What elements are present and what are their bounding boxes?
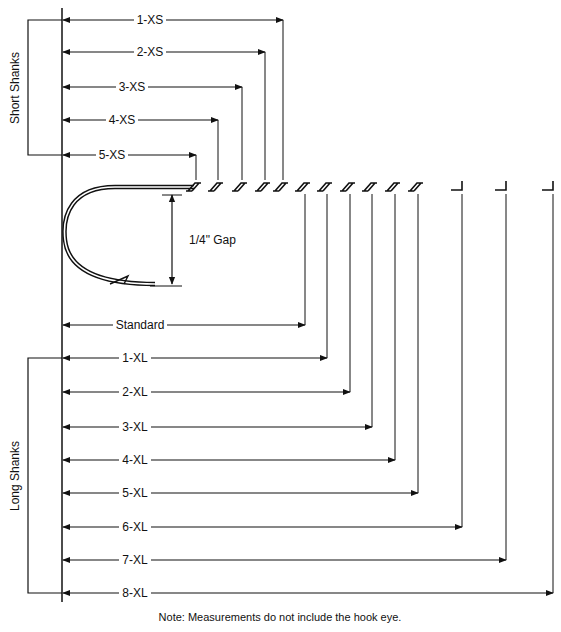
dimension-arrow <box>63 426 372 427</box>
shank-length-label: 5-XS <box>96 148 129 162</box>
shank-length-label: 4-XL <box>119 453 150 467</box>
shank-length-label: 1-XS <box>134 13 167 27</box>
hook-eye <box>495 181 506 190</box>
hook-eye <box>542 181 553 190</box>
leader-line <box>462 194 463 527</box>
shank-length-label: 2-XS <box>134 45 167 59</box>
dimension-arrow <box>63 492 418 493</box>
hook-eye <box>186 183 201 191</box>
hook-eye <box>408 183 423 191</box>
dimension-label: 1/4" Gap <box>186 233 239 247</box>
hook-eye <box>273 183 288 191</box>
hook-eye <box>295 183 310 191</box>
leader-line <box>372 194 373 427</box>
shank-length-label: 7-XL <box>119 553 150 567</box>
dimension-arrow <box>63 86 242 87</box>
shank-length-label: 6-XL <box>119 520 150 534</box>
leader-line <box>395 194 396 460</box>
hook-eye <box>340 183 355 191</box>
dimension-arrow <box>63 154 196 155</box>
leader-line <box>553 194 554 593</box>
dimension-arrow <box>63 357 327 358</box>
leader-line <box>218 120 219 180</box>
leader-line <box>418 194 419 493</box>
dimension-arrow <box>63 119 218 120</box>
dimension-arrow <box>63 324 305 325</box>
leader-line <box>283 20 284 180</box>
dimension-arrow <box>63 391 350 392</box>
note-text: Note: Measurements do not include the ho… <box>156 610 405 624</box>
shank-length-label: 3-XS <box>116 80 149 94</box>
shank-length-label: 5-XL <box>119 486 150 500</box>
hook-eye <box>255 183 270 191</box>
leader-line <box>305 194 306 325</box>
leader-line <box>242 87 243 180</box>
dimension-arrow <box>63 19 283 20</box>
leader-line <box>350 194 351 392</box>
hook-eye <box>208 183 223 191</box>
leader-line <box>506 194 507 560</box>
shank-length-label: 1-XL <box>119 351 150 365</box>
hook-eye <box>317 183 332 191</box>
shank-length-label: 8-XL <box>119 586 150 600</box>
shank-length-label: 3-XL <box>119 420 150 434</box>
hook-eye <box>232 183 247 191</box>
shank-length-label: 2-XL <box>119 385 150 399</box>
shank-length-label: Standard <box>113 318 168 332</box>
leader-line <box>196 155 197 180</box>
hook-eye <box>385 183 400 191</box>
dimension-arrow <box>63 459 395 460</box>
hook-eye <box>451 181 462 190</box>
shank-length-label: 4-XS <box>106 113 139 127</box>
leader-line <box>327 194 328 358</box>
group-label: Long Shanks <box>8 438 22 514</box>
group-label: Short Shanks <box>8 49 22 127</box>
hook-eye <box>362 183 377 191</box>
leader-line <box>265 52 266 180</box>
